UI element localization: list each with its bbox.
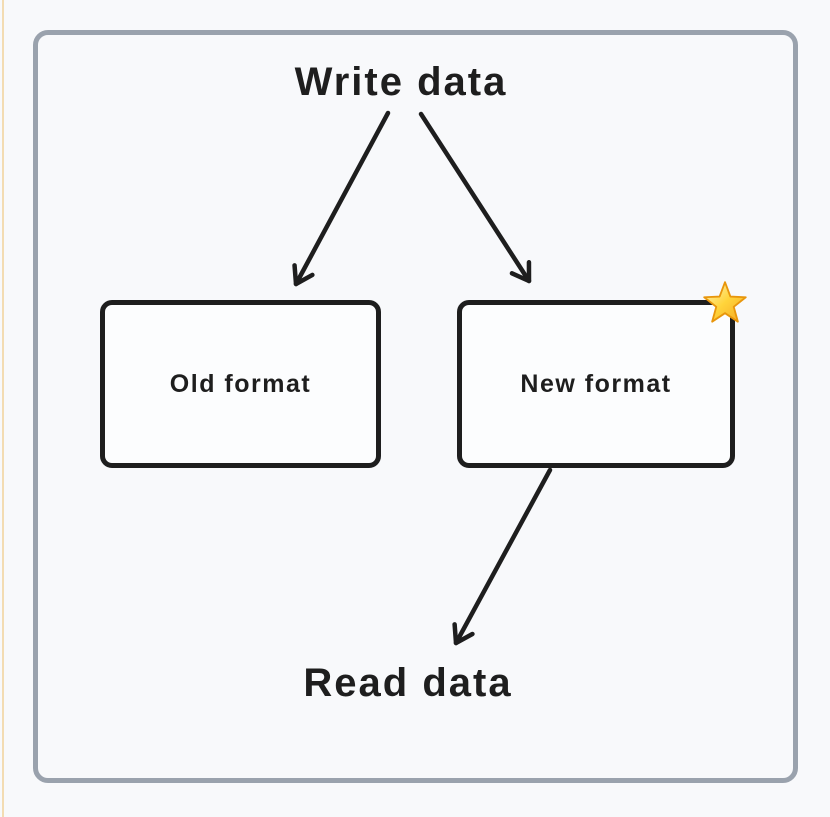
node-new-format[interactable]: New format [457, 300, 735, 468]
node-new-format-label: New format [520, 369, 672, 398]
node-old-format-label: Old format [169, 369, 312, 398]
diagram-frame[interactable] [33, 30, 798, 783]
read-data-label[interactable]: Read data [303, 661, 513, 705]
star-icon[interactable] [702, 281, 748, 327]
write-data-label[interactable]: Write data [294, 60, 508, 104]
left-edge-strip [2, 0, 4, 817]
node-old-format[interactable]: Old format [100, 300, 381, 468]
